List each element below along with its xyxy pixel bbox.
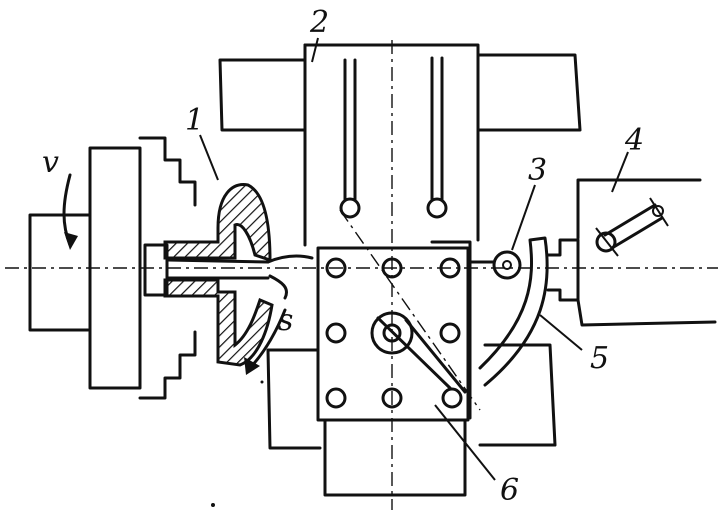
lever-arm [370, 311, 467, 394]
workpiece-1 [163, 183, 314, 367]
lower-guide-rail [266, 343, 557, 450]
stray-dot [211, 503, 215, 507]
label-part-6: 6 [500, 473, 519, 508]
rotation-arrow-v [62, 173, 78, 250]
label-part-2: 2 [309, 5, 329, 40]
bracket-4 [546, 178, 717, 327]
stray-dot-2 [260, 380, 264, 384]
feed-arrow-s [244, 308, 287, 375]
vertical-slide-2 [303, 43, 480, 497]
spindle-chuck [28, 136, 197, 400]
copy-template-5 [478, 236, 549, 387]
label-part-4: 4 [624, 123, 644, 158]
bolt-holes [325, 257, 463, 409]
roller-3 [468, 250, 522, 280]
leader-lines [199, 37, 629, 481]
label-part-3: 3 [528, 153, 547, 188]
label-feed-s: s [278, 303, 293, 338]
label-speed-v: v [42, 145, 59, 180]
clamp-plate-6 [316, 240, 472, 422]
label-part-1: 1 [185, 103, 204, 138]
label-part-5: 5 [590, 341, 609, 376]
upper-guide-rail [218, 53, 582, 132]
diagonal-centerline [339, 209, 481, 411]
